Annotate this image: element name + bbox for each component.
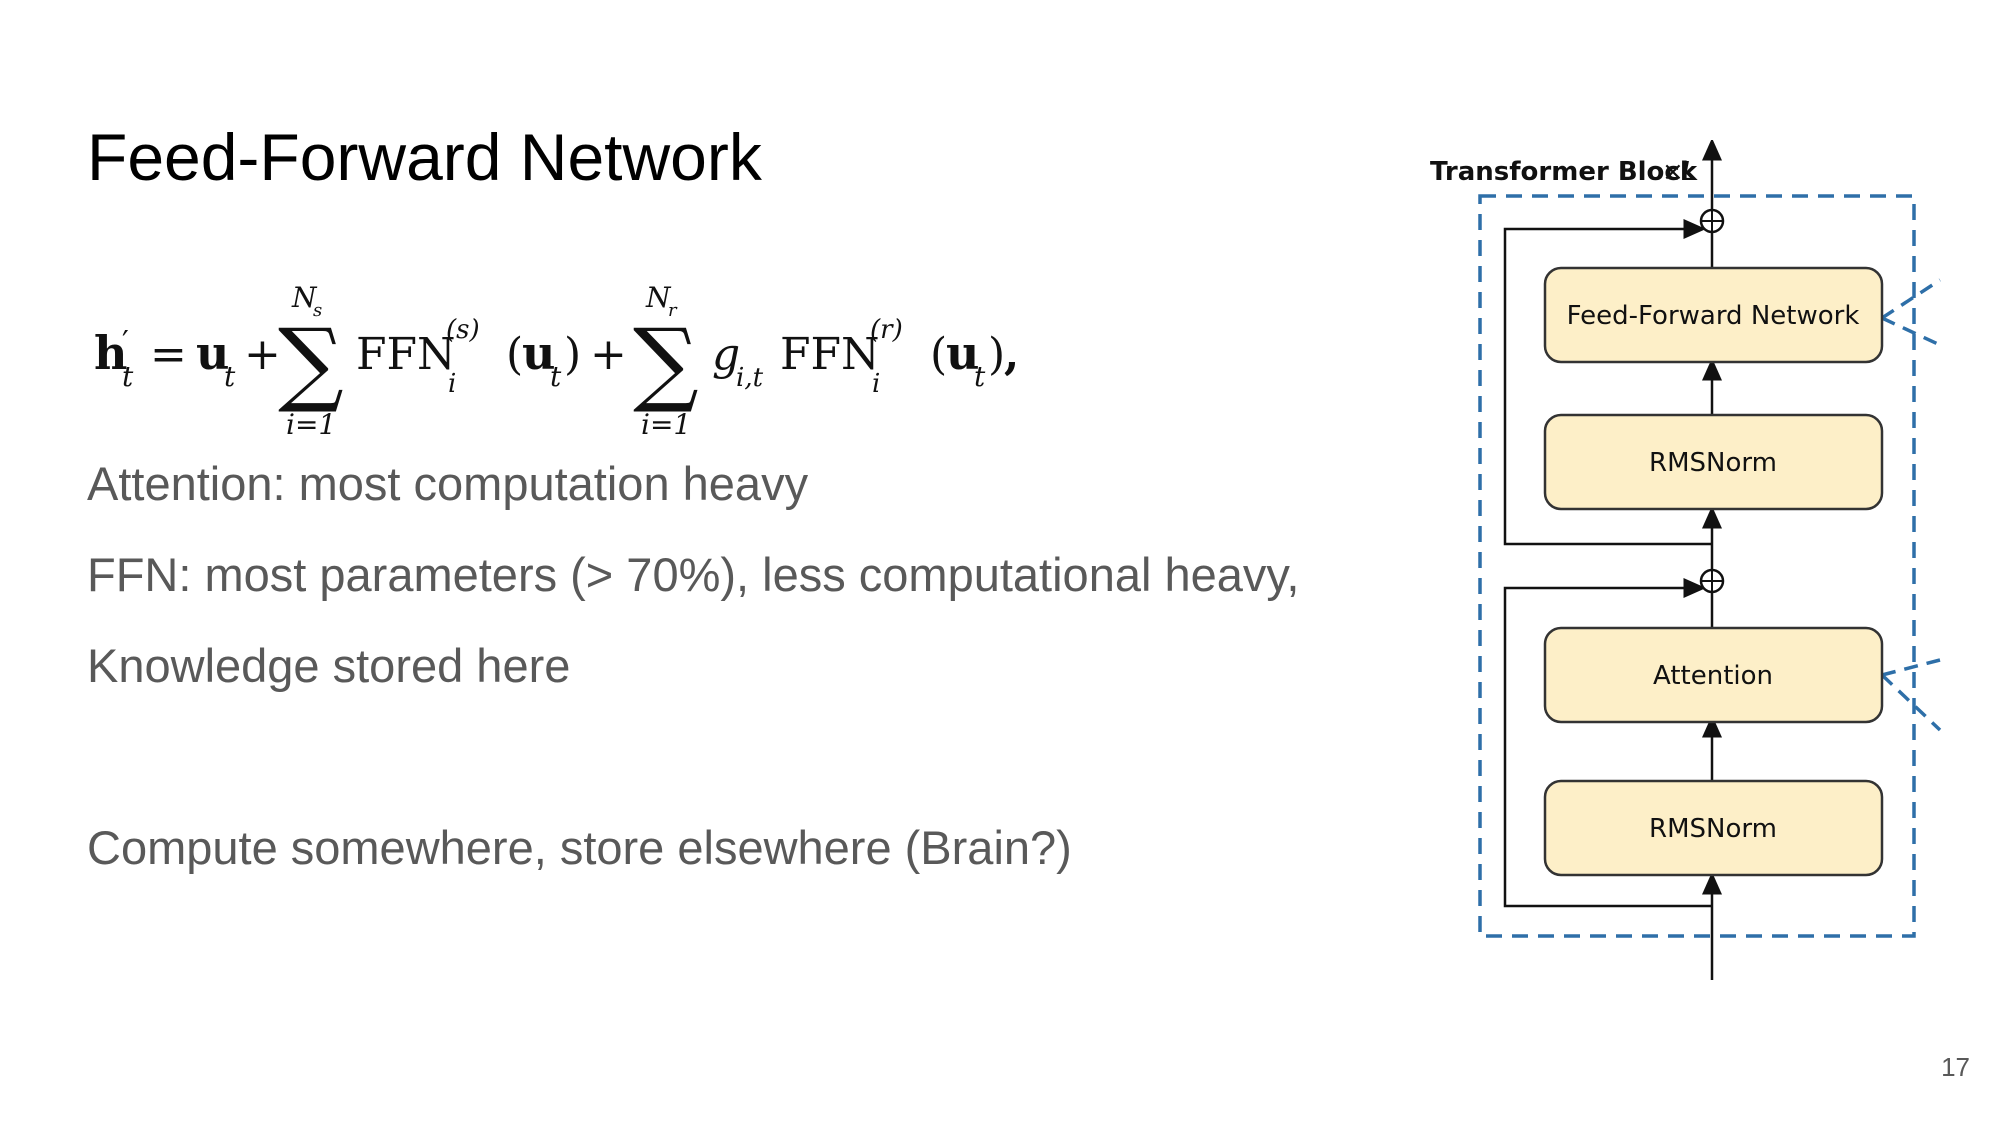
attention-block-label: Attention [1653, 661, 1773, 691]
eq-comma: , [1004, 329, 1019, 380]
eq-h: h [94, 326, 127, 380]
eq-sum2-upper: N [645, 282, 672, 314]
eq-ffn2-sub: i [872, 369, 880, 399]
eq-rparen2: ) [988, 329, 1005, 380]
ffn-dashed-connector-top [1881, 278, 1941, 320]
eq-equals: = [150, 329, 187, 380]
attention-block: Attention [1543, 626, 1884, 724]
slide-title: Feed-Forward Network [87, 120, 762, 194]
eq-u1-sub: t [224, 360, 236, 393]
eq-ffn2-sup: (r) [870, 315, 903, 345]
residual-lower [1503, 578, 1712, 908]
ffn-block: Feed-Forward Network [1543, 266, 1884, 364]
attention-dashed-connector-bottom [1880, 673, 1942, 732]
bullet-compute-store: Compute somewhere, store elsewhere (Brai… [87, 821, 1072, 874]
eq-lparen1: ( [506, 329, 523, 380]
ffn-block-label: Feed-Forward Network [1567, 301, 1860, 331]
diagram-header-L: L [1682, 157, 1697, 187]
eq-sum1-lower: i=1 [286, 408, 336, 441]
eq-sum1-upper: N [291, 282, 318, 314]
eq-plus2: + [590, 329, 627, 380]
eq-g-sub: i,t [736, 363, 764, 393]
eq-h-sub: t [122, 360, 134, 393]
eq-rparen1: ) [564, 329, 581, 380]
eq-ffn2: FFN [780, 329, 880, 380]
eq-ffn1-sub: i [448, 369, 456, 399]
diagram-header-times: × [1662, 157, 1684, 187]
rmsnorm-lower-label: RMSNorm [1649, 814, 1777, 844]
eq-u3: u [946, 326, 979, 380]
eq-sum2-upper-sub: r [668, 300, 678, 321]
bullet-ffn-parameters: FFN: most parameters (> 70%), less compu… [87, 548, 1300, 601]
rmsnorm-block-lower: RMSNorm [1543, 779, 1884, 877]
eq-lparen2: ( [930, 329, 947, 380]
attention-dashed-connector-top [1881, 658, 1941, 677]
eq-plus1: + [244, 329, 281, 380]
add-circle-upper [1699, 208, 1725, 234]
eq-sum1: ∑ [278, 309, 344, 416]
diagram-header-label: Transformer Block [1430, 157, 1698, 187]
eq-u3-sub: t [974, 360, 986, 393]
eq-u2: u [522, 326, 555, 380]
block-dashed-border [1478, 194, 1916, 938]
ffn-dashed-connector-bottom [1881, 316, 1941, 347]
residual-upper [1503, 219, 1712, 546]
eq-u2-sub: t [550, 360, 562, 393]
eq-sum2: ∑ [633, 309, 699, 416]
eq-ffn1: FFN [356, 329, 456, 380]
rmsnorm-upper-label: RMSNorm [1649, 448, 1777, 478]
add-circle-lower [1699, 568, 1725, 594]
bullet-attention: Attention: most computation heavy [87, 457, 809, 510]
transformer-block-diagram: Transformer Block × L [1400, 138, 1960, 1000]
eq-sum2-lower: i=1 [641, 408, 691, 441]
moe-ffn-equation: h ′ t = u t + N s ∑ i=1 FFN (s) i ( u t … [90, 281, 1050, 452]
page-number: 17 [1941, 1052, 1970, 1082]
eq-g: g [712, 329, 740, 380]
eq-sum1-upper-sub: s [313, 300, 322, 321]
eq-prime: ′ [122, 325, 129, 360]
eq-ffn1-sup: (s) [446, 315, 480, 345]
rmsnorm-block-upper: RMSNorm [1543, 413, 1884, 511]
eq-u1: u [196, 326, 229, 380]
bullet-knowledge: Knowledge stored here [87, 639, 571, 692]
